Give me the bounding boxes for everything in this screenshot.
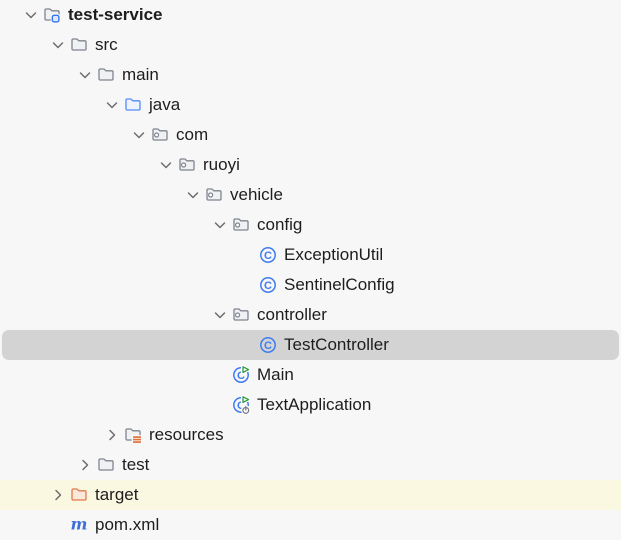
tree-row-target[interactable]: target [0,480,621,510]
chevron-spacer [209,395,231,415]
chevron-down-icon[interactable] [209,305,231,325]
chevron-spacer [236,245,258,265]
tree-item-label[interactable]: TextApplication [257,395,372,414]
tree-row-java[interactable]: java [0,90,621,120]
tree-item-label[interactable]: test [122,455,150,474]
chevron-down-icon[interactable] [209,215,231,235]
chevron-down-icon[interactable] [20,5,42,25]
tree-item-label[interactable]: controller [257,305,327,324]
class-icon: C [258,335,278,355]
package-icon [204,185,224,205]
svg-text:C: C [264,250,272,262]
runnable-class-icon: C [231,365,251,385]
svg-text:C: C [237,370,245,382]
tree-item-label[interactable]: resources [149,425,224,444]
svg-text:C: C [264,340,272,352]
chevron-down-icon[interactable] [74,65,96,85]
tree-row-com[interactable]: com [0,120,621,150]
tree-item-label[interactable]: vehicle [230,185,283,204]
tree-item-label[interactable]: target [95,485,139,504]
svg-text:C: C [237,400,245,412]
tree-row-main[interactable]: main [0,60,621,90]
chevron-spacer [236,335,258,355]
tree-item-label[interactable]: com [176,125,209,144]
chevron-right-icon[interactable] [74,455,96,475]
tree-item-label[interactable]: java [149,95,181,114]
class-icon: C [258,275,278,295]
package-icon [231,305,251,325]
package-icon [177,155,197,175]
tree-item-label[interactable]: main [122,65,159,84]
tree-row-pom-xml[interactable]: m pom.xml [0,510,621,540]
folder-icon [96,65,116,85]
tree-item-label[interactable]: Main [257,365,294,384]
tree-item-label[interactable]: ExceptionUtil [284,245,384,264]
chevron-down-icon[interactable] [47,35,69,55]
chevron-right-icon[interactable] [101,425,123,445]
resources-folder-icon [123,425,143,445]
tree-row-textapplication[interactable]: C TextApplication [0,390,621,420]
maven-icon: m [69,515,89,535]
runnable-main-class-icon: C [231,395,251,415]
tree-item-label[interactable]: ruoyi [203,155,240,174]
tree-item-label[interactable]: test-service [68,5,163,24]
tree-row-resources[interactable]: resources [0,420,621,450]
excluded-folder-icon [69,485,89,505]
chevron-spacer [236,275,258,295]
folder-icon [96,455,116,475]
chevron-down-icon[interactable] [182,185,204,205]
chevron-down-icon[interactable] [128,125,150,145]
package-icon [150,125,170,145]
chevron-down-icon[interactable] [155,155,177,175]
tree-row-test-service[interactable]: test-service [0,0,621,30]
source-folder-icon [123,95,143,115]
svg-text:C: C [264,280,272,292]
class-icon: C [258,245,278,265]
tree-item-label[interactable]: pom.xml [95,515,160,534]
package-icon [231,215,251,235]
tree-row-exceptionutil[interactable]: C ExceptionUtil [0,240,621,270]
tree-row-config[interactable]: config [0,210,621,240]
folder-icon [69,35,89,55]
tree-item-label[interactable]: SentinelConfig [284,275,395,294]
tree-item-label[interactable]: src [95,35,118,54]
chevron-spacer [47,515,69,535]
svg-text:m: m [71,515,88,534]
tree-row-src[interactable]: src [0,30,621,60]
tree-item-label[interactable]: config [257,215,303,234]
chevron-spacer [209,365,231,385]
tree-row-test[interactable]: test [0,450,621,480]
module-folder-icon [42,5,62,25]
tree-row-testcontroller[interactable]: C TestController [2,330,619,360]
tree-item-label[interactable]: TestController [284,335,389,354]
tree-row-sentinelconfig[interactable]: C SentinelConfig [0,270,621,300]
tree-row-ruoyi[interactable]: ruoyi [0,150,621,180]
tree-row-controller[interactable]: controller [0,300,621,330]
tree-row-main[interactable]: C Main [0,360,621,390]
tree-row-vehicle[interactable]: vehicle [0,180,621,210]
chevron-right-icon[interactable] [47,485,69,505]
chevron-down-icon[interactable] [101,95,123,115]
